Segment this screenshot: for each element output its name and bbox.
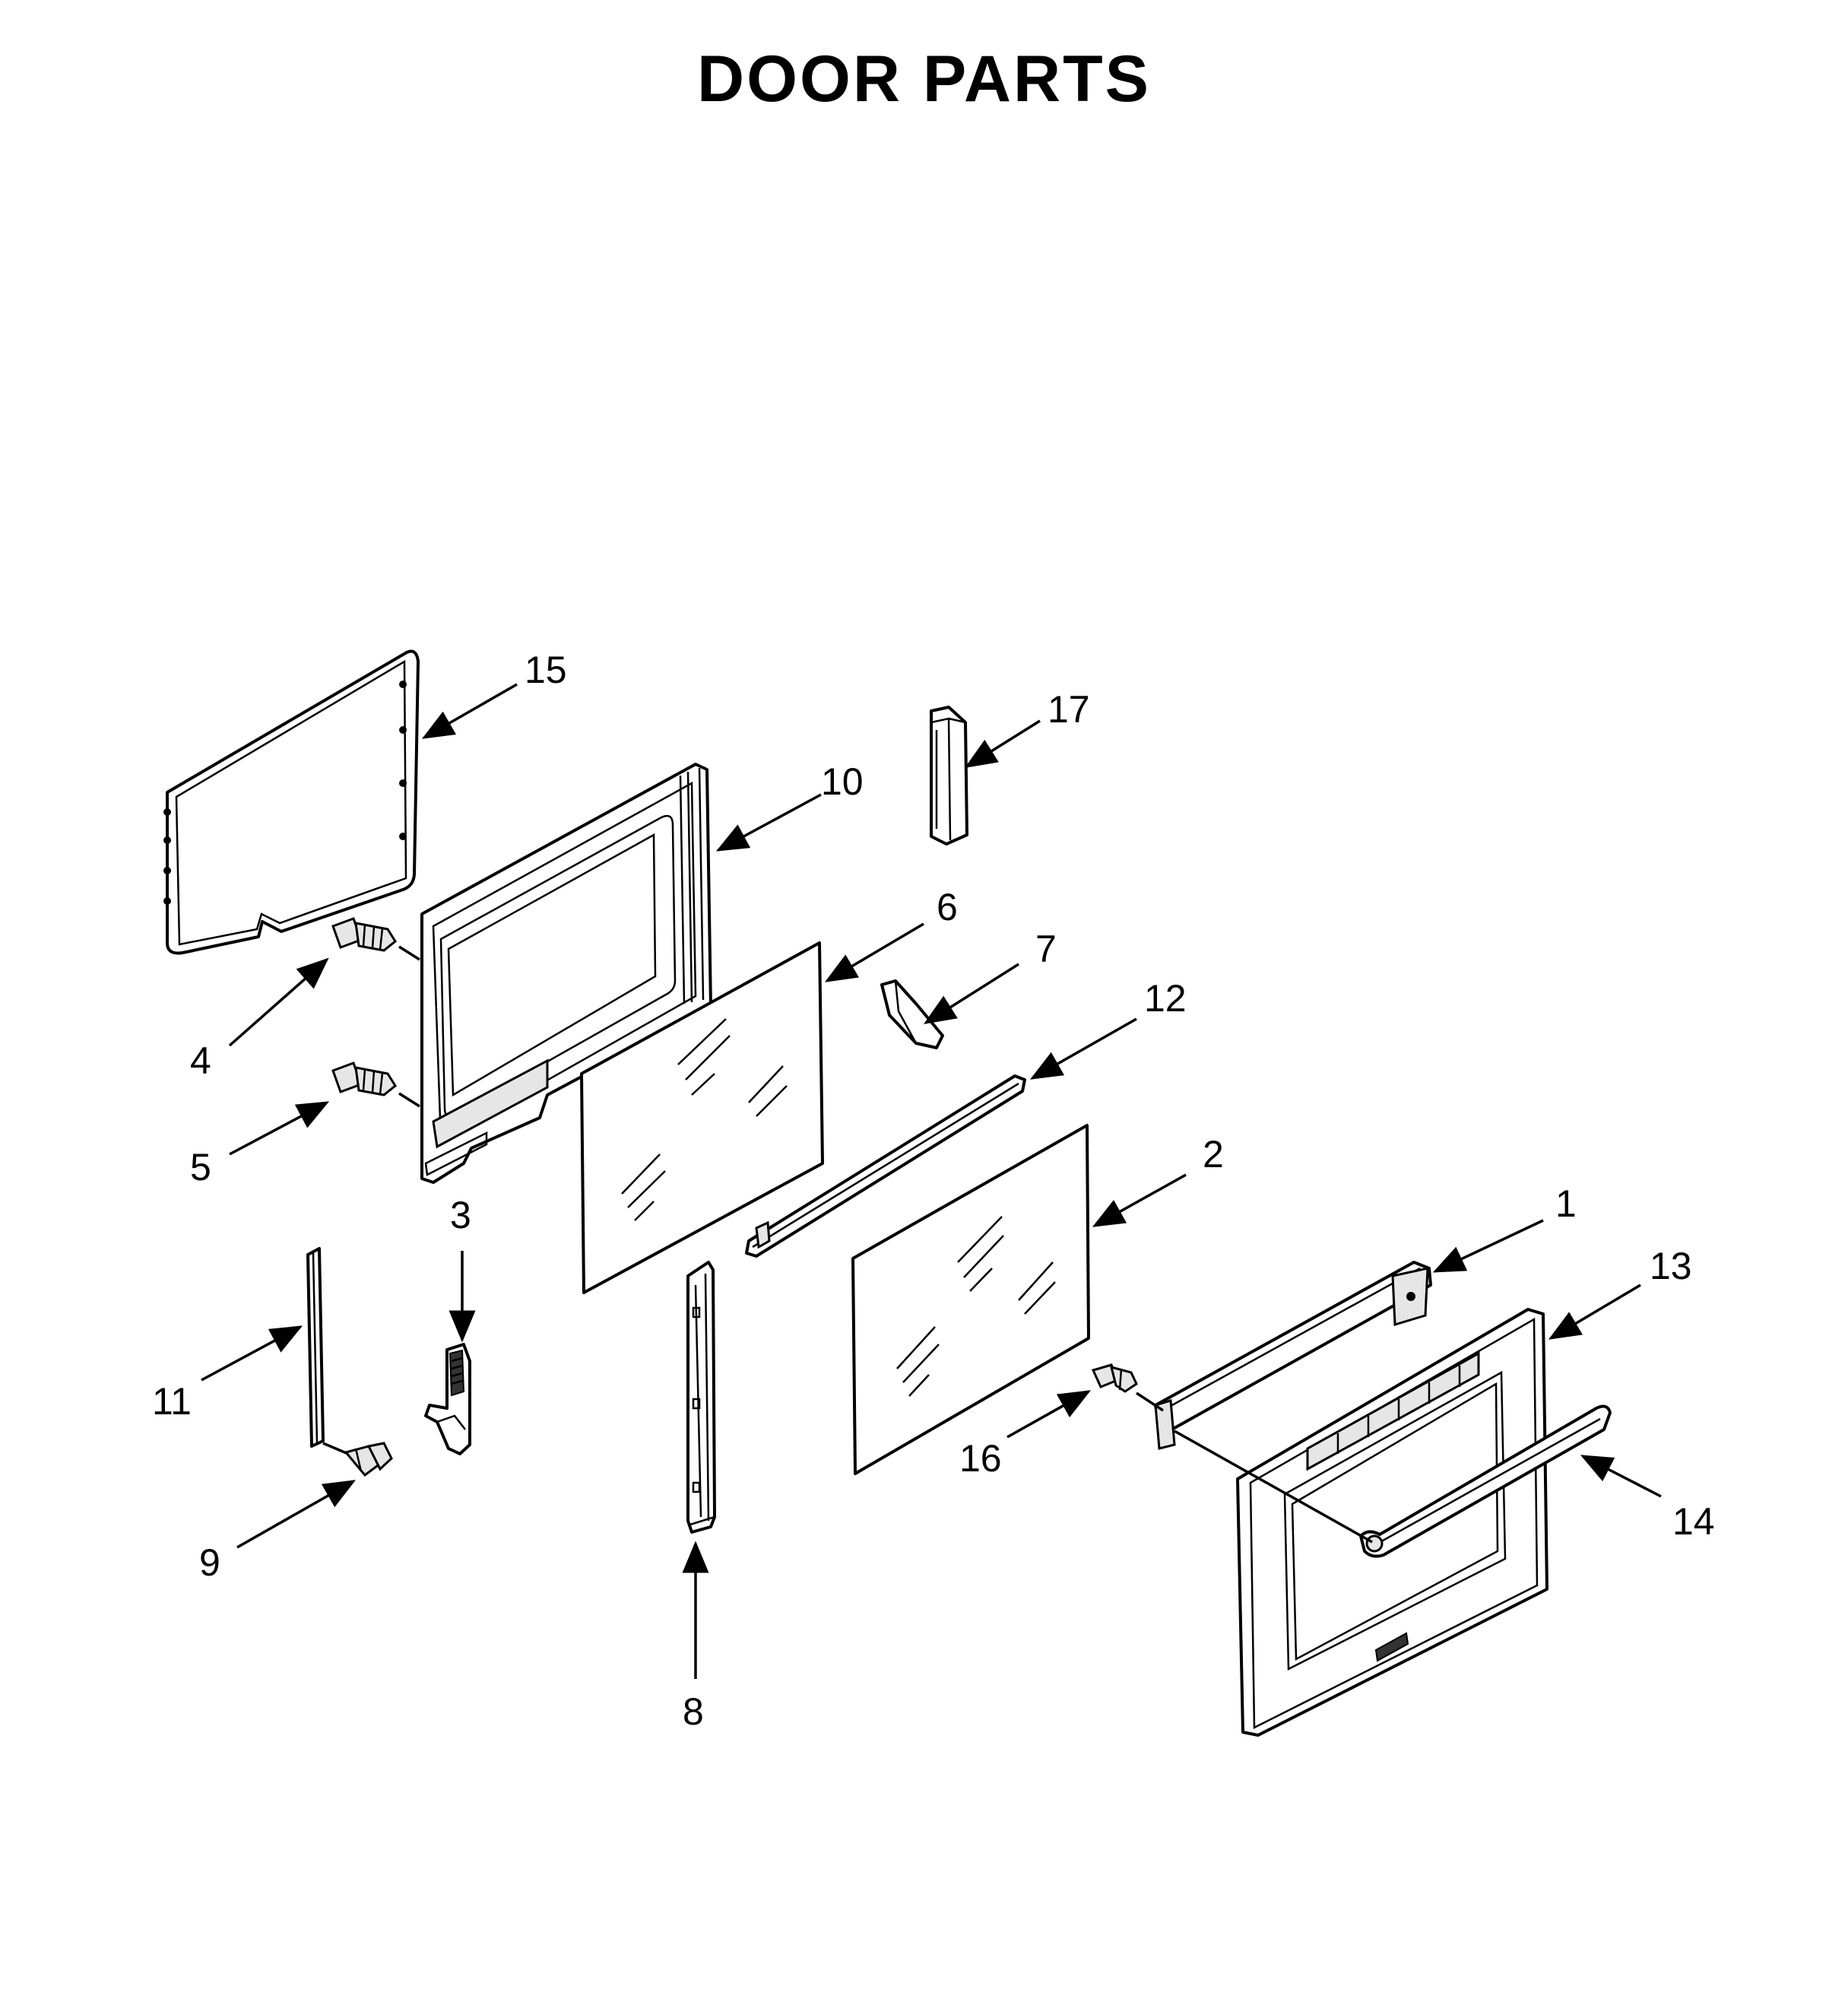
- callout-16: 16: [959, 1437, 1002, 1480]
- part-16-screw: [1091, 1363, 1138, 1393]
- leader-9: [236, 1480, 357, 1549]
- callout-8: 8: [683, 1690, 704, 1733]
- callout-11: 11: [152, 1380, 192, 1423]
- part-12-trim-strip: [745, 1074, 1026, 1258]
- leader-12: [1029, 1017, 1137, 1080]
- callout-10: 10: [821, 760, 864, 803]
- part-2-outer-glass: [851, 1124, 1090, 1475]
- part-15-door-gasket: [163, 649, 420, 955]
- leader-5: [229, 1101, 330, 1156]
- leader-lines: [201, 683, 1662, 1679]
- leader-13: [1548, 1284, 1641, 1340]
- assembly-line-4: [398, 945, 420, 961]
- leader-16: [1006, 1390, 1092, 1439]
- part-14-handle: [1359, 1404, 1612, 1558]
- leader-4: [228, 957, 329, 1047]
- callout-1: 1: [1555, 1182, 1577, 1225]
- callout-13: 13: [1650, 1245, 1692, 1287]
- part-10-inner-door-liner: [420, 763, 712, 1184]
- callout-7: 7: [1035, 928, 1057, 970]
- callout-9: 9: [199, 1541, 220, 1584]
- leader-10: [715, 793, 822, 852]
- part-9-screw: [344, 1442, 393, 1477]
- callout-12: 12: [1144, 977, 1187, 1020]
- callout-4: 4: [190, 1039, 211, 1082]
- leader-14: [1580, 1455, 1662, 1498]
- callout-6: 6: [937, 886, 958, 928]
- part-8-side-channel: [686, 1261, 716, 1534]
- part-11-hinge-channel: [306, 1247, 325, 1448]
- callout-5: 5: [190, 1146, 211, 1188]
- callout-labels: 15 10 6 17 7 12 2 1 13 14 16 4 5 3 11 9 …: [152, 649, 1715, 1733]
- part-13-outer-door-panel: [1236, 1308, 1548, 1737]
- leader-6: [824, 922, 924, 982]
- part-6-inner-glass: [580, 941, 824, 1294]
- leader-11: [201, 1325, 303, 1382]
- callout-17: 17: [1048, 688, 1090, 731]
- part-3-hinge: [424, 1343, 471, 1455]
- leader-2: [1092, 1173, 1187, 1227]
- part-1-vent-bracket: [1154, 1261, 1432, 1450]
- part-4-screw: [331, 917, 397, 952]
- callout-2: 2: [1203, 1133, 1224, 1176]
- part-17-bracket: [930, 706, 968, 846]
- leader-7: [924, 963, 1019, 1024]
- part-5-screw: [331, 1061, 397, 1096]
- callout-15: 15: [525, 649, 567, 691]
- leader-17: [965, 719, 1041, 768]
- assembly-line-5: [398, 1092, 420, 1108]
- callout-14: 14: [1672, 1500, 1715, 1543]
- leader-15: [421, 683, 518, 739]
- callout-3: 3: [450, 1194, 471, 1236]
- leader-1: [1432, 1219, 1544, 1273]
- part-7-clip: [880, 979, 944, 1049]
- assembly-line-14: [1174, 1430, 1373, 1544]
- assembly-line-9: [322, 1442, 349, 1455]
- assembly-line-16: [1136, 1391, 1164, 1412]
- page-title: DOOR PARTS: [697, 43, 1151, 116]
